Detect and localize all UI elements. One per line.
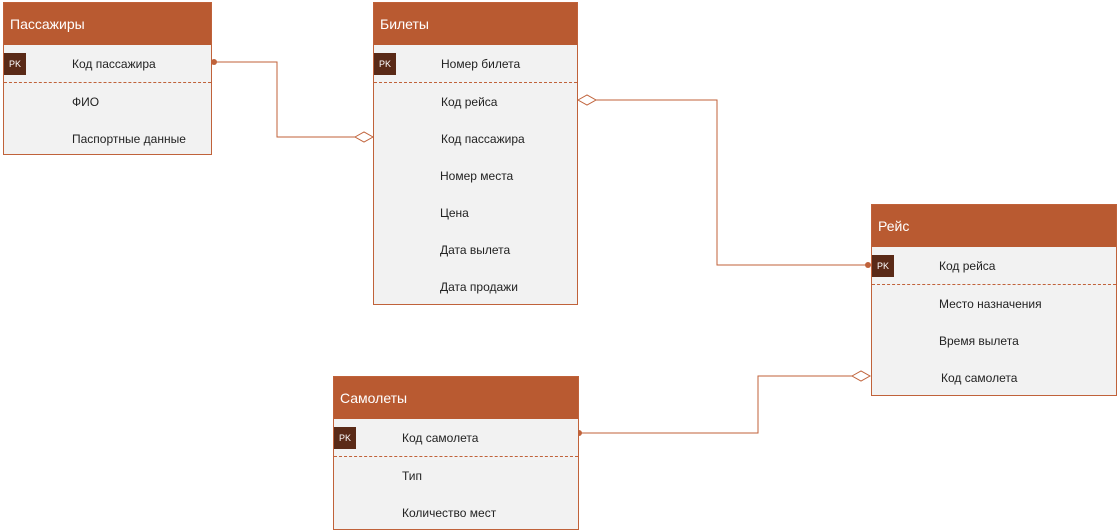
field-label: Код пассажира [441, 131, 525, 146]
field-label: Код пассажира [72, 56, 156, 71]
entity-flight[interactable]: Рейс PK Код рейса Место назначения Время… [871, 204, 1117, 396]
link-planes-flight [580, 375, 852, 434]
entity-passengers[interactable]: Пассажиры PK Код пассажира ФИО Паспортны… [3, 2, 212, 155]
entity-title: Рейс [872, 205, 1116, 247]
field-row: Код пассажира [374, 120, 577, 157]
field-row: PK Код рейса [872, 247, 1116, 285]
field-label: Дата продажи [440, 279, 518, 294]
field-row: PK Номер билета [374, 45, 577, 83]
entity-planes[interactable]: Самолеты PK Код самолета Тип Количество … [333, 376, 579, 530]
field-label: Код самолета [402, 430, 479, 445]
many-end-diamond [850, 370, 872, 382]
field-row: Место назначения [872, 285, 1116, 322]
entity-title: Пассажиры [4, 3, 211, 45]
field-label: Дата вылета [440, 242, 511, 257]
one-end-dot [211, 59, 217, 65]
field-label: Код рейса [939, 258, 996, 273]
field-row: ФИО [4, 83, 211, 120]
field-label: Номер билета [441, 56, 521, 71]
field-row: Цена [374, 194, 577, 231]
field-row: Количество мест [334, 494, 578, 531]
entity-title: Билеты [374, 3, 577, 45]
entity-tickets[interactable]: Билеты PK Номер билета Код рейса Код пас… [373, 2, 578, 305]
field-row: Дата продажи [374, 268, 577, 305]
field-label: Цена [440, 205, 469, 220]
field-label: Код самолета [941, 370, 1018, 385]
field-row: Код самолета [872, 359, 1116, 396]
field-row: Паспортные данные [4, 120, 211, 157]
field-row: Время вылета [872, 322, 1116, 359]
field-label: ФИО [72, 94, 100, 109]
field-label: Время вылета [939, 333, 1019, 348]
field-label: Код рейса [441, 94, 498, 109]
field-row: Номер места [374, 157, 577, 194]
many-end-diamond [353, 131, 375, 143]
field-row: Код рейса [374, 83, 577, 120]
entity-title: Самолеты [334, 377, 578, 419]
link-tickets-flight [596, 99, 868, 266]
field-row: Тип [334, 457, 578, 494]
pk-badge: PK [374, 52, 396, 75]
pk-badge: PK [872, 254, 894, 277]
field-row: PK Код самолета [334, 419, 578, 457]
pk-badge: PK [334, 426, 356, 449]
field-label: Место назначения [939, 296, 1042, 311]
field-label: Количество мест [402, 505, 497, 520]
link-passengers-tickets [213, 61, 355, 138]
field-label: Паспортные данные [72, 131, 186, 146]
field-label: Номер места [440, 168, 514, 183]
pk-badge: PK [4, 52, 26, 75]
field-row: Дата вылета [374, 231, 577, 268]
many-end-diamond [576, 94, 598, 106]
field-label: Тип [402, 468, 423, 483]
field-row: PK Код пассажира [4, 45, 211, 83]
one-end-dot [865, 262, 871, 268]
